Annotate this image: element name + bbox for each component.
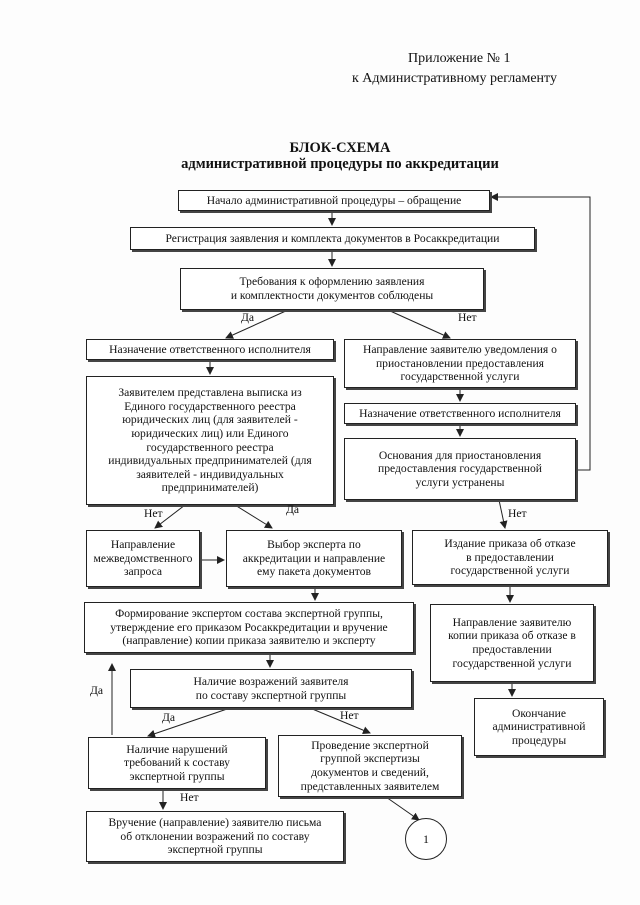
label-no-extract: Нет bbox=[144, 507, 163, 520]
send-refusal-copy-box: Направление заявителю копии приказа об о… bbox=[430, 604, 594, 682]
arrow-extract-no bbox=[154, 504, 186, 529]
end-box: Окончание административной процедуры bbox=[474, 698, 604, 756]
assign-left-text: Назначение ответственного исполнителя bbox=[109, 342, 311, 356]
objections-box: Наличие возражений заявителя по составу … bbox=[130, 669, 412, 708]
requirements-text: Требования к оформлению заявления и комп… bbox=[230, 275, 434, 302]
interagency-text: Направление межведомственного запроса bbox=[93, 538, 193, 579]
arrow-grounds-yes-loop bbox=[490, 193, 591, 471]
connector-number: 1 bbox=[423, 831, 429, 846]
label-yes-requirements: Да bbox=[241, 311, 255, 324]
arrow-extract-yes bbox=[234, 504, 273, 529]
interagency-box: Направление межведомственного запроса bbox=[86, 530, 200, 587]
extract-check-box: Заявителем представлена выписка из Едино… bbox=[86, 376, 334, 505]
assign-right-box: Назначение ответственного исполнителя bbox=[344, 403, 576, 424]
violations-text: Наличие нарушений требований к составу э… bbox=[124, 742, 230, 783]
expertise-box: Проведение экспертной группой экспертизы… bbox=[278, 735, 462, 797]
diagram-subtitle: административной процедуры по аккредитац… bbox=[181, 156, 499, 172]
arrow-objections-yes bbox=[147, 707, 231, 738]
label-yes-extract: Да bbox=[286, 503, 300, 516]
refusal-order-text: Издание приказа об отказе в предоставлен… bbox=[444, 537, 576, 578]
expertise-text: Проведение экспертной группой экспертизы… bbox=[300, 738, 440, 793]
arrow-requirements-no bbox=[387, 309, 451, 339]
objections-text: Наличие возражений заявителя по составу … bbox=[193, 674, 349, 702]
diagram-title: БЛОК-СХЕМА bbox=[289, 140, 391, 156]
send-refusal-copy-text: Направление заявителю копии приказа об о… bbox=[448, 615, 576, 670]
registration-box: Регистрация заявления и комплекта докуме… bbox=[130, 227, 535, 250]
end-text: Окончание административной процедуры bbox=[492, 706, 586, 747]
label-no-grounds: Нет bbox=[508, 507, 527, 520]
label-yes-objections: Да bbox=[162, 711, 176, 724]
suspend-notice-text: Направление заявителю уведомления о прио… bbox=[363, 343, 557, 384]
select-expert-text: Выбор эксперта по аккредитации и направл… bbox=[242, 538, 386, 579]
assign-right-text: Назначение ответственного исполнителя bbox=[359, 406, 561, 420]
regulation-reference: к Административному регламенту bbox=[352, 71, 557, 86]
grounds-removed-text: Основания для приостановления предоставл… bbox=[378, 448, 542, 489]
label-no-requirements: Нет bbox=[458, 311, 477, 324]
arrow-objections-no bbox=[309, 707, 371, 734]
reject-letter-box: Вручение (направление) заявителю письма … bbox=[86, 811, 344, 862]
registration-text: Регистрация заявления и комплекта докуме… bbox=[165, 231, 500, 245]
requirements-box: Требования к оформлению заявления и комп… bbox=[180, 268, 484, 310]
label-no-objections: Нет bbox=[340, 709, 359, 722]
start-box: Начало административной процедуры – обра… bbox=[178, 190, 490, 211]
select-expert-box: Выбор эксперта по аккредитации и направл… bbox=[226, 530, 402, 587]
arrow-grounds-no bbox=[498, 499, 508, 529]
refusal-order-box: Издание приказа об отказе в предоставлен… bbox=[412, 530, 608, 585]
arrow-expertise-to-connector bbox=[385, 796, 420, 821]
form-group-box: Формирование экспертом состава экспертно… bbox=[84, 602, 414, 653]
label-yes-violations: Да bbox=[90, 684, 104, 697]
arrow-requirements-yes bbox=[225, 309, 289, 339]
grounds-removed-box: Основания для приостановления предоставл… bbox=[344, 438, 576, 500]
reject-letter-text: Вручение (направление) заявителю письма … bbox=[108, 816, 322, 857]
form-group-text: Формирование экспертом состава экспертно… bbox=[110, 607, 388, 648]
label-no-violations: Нет bbox=[180, 791, 199, 804]
assign-left-box: Назначение ответственного исполнителя bbox=[86, 339, 334, 360]
extract-check-text: Заявителем представлена выписка из Едино… bbox=[108, 386, 312, 495]
connector-circle: 1 bbox=[405, 818, 447, 860]
appendix-number: Приложение № 1 bbox=[408, 51, 511, 66]
violations-box: Наличие нарушений требований к составу э… bbox=[88, 737, 266, 789]
suspend-notice-box: Направление заявителю уведомления о прио… bbox=[344, 339, 576, 388]
start-text: Начало административной процедуры – обра… bbox=[206, 193, 462, 207]
